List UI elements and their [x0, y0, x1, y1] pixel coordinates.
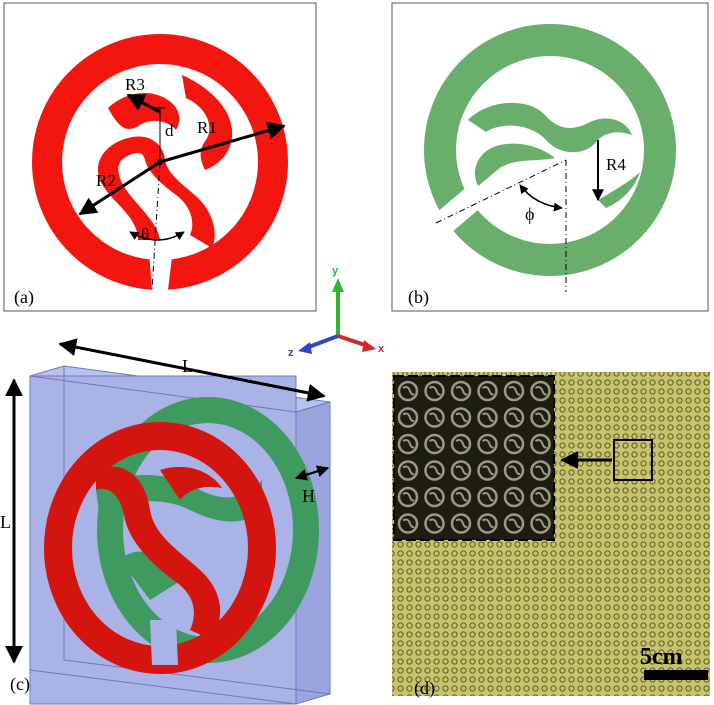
unit-cell [477, 460, 498, 481]
axis-y-label: y [332, 265, 339, 277]
unit-cell [397, 513, 419, 534]
unit-cell [530, 460, 551, 481]
label-r3: R3 [125, 75, 145, 94]
unit-cell [530, 407, 551, 428]
panel-d-label: (d) [414, 678, 435, 699]
axis-x-label: x [378, 343, 385, 355]
outer-ring-green [424, 24, 676, 276]
panel-d: 5cm (d) [392, 372, 710, 699]
magnified-inset [393, 375, 555, 541]
unit-cell [424, 513, 445, 534]
unit-cell [397, 433, 419, 455]
unit-cell [477, 433, 498, 455]
unit-cell [450, 460, 472, 481]
label-r4: R4 [606, 155, 626, 174]
panel-a-label: (a) [14, 287, 34, 308]
unit-cell [477, 380, 498, 402]
unit-cell [397, 380, 419, 402]
unit-cell [424, 380, 445, 402]
panel-a: R3 d R1 R2 θ (a) [3, 2, 317, 312]
axis-z-label: z [288, 347, 294, 359]
selection-box [613, 439, 653, 481]
unit-cell [477, 407, 498, 428]
unit-cell [503, 380, 525, 402]
unit-cell [530, 513, 551, 534]
unit-cell [503, 513, 525, 534]
unit-cell [477, 486, 498, 508]
panel-c: L L H (c) [0, 338, 331, 705]
unit-cell [450, 433, 472, 455]
label-h: H [302, 486, 315, 506]
unit-cell [477, 513, 498, 534]
label-l-side: L [0, 512, 11, 532]
label-l-top: L [182, 356, 193, 376]
unit-cell [503, 407, 525, 428]
unit-cell [450, 486, 472, 508]
panel-b: R4 ϕ (b) [391, 2, 709, 312]
panel-b-label: (b) [408, 287, 429, 308]
unit-cell [424, 460, 445, 481]
unit-cell [450, 407, 472, 428]
unit-cell [424, 486, 445, 508]
unit-cell [397, 486, 419, 508]
panel-c-label: (c) [10, 674, 30, 695]
unit-cell [424, 433, 445, 455]
label-r1: R1 [197, 118, 217, 137]
label-phi: ϕ [525, 204, 534, 224]
unit-cell [530, 486, 551, 508]
label-theta: θ [141, 225, 149, 244]
unit-cell [503, 433, 525, 455]
unit-cell [450, 513, 472, 534]
unit-cell [530, 380, 551, 402]
unit-cell [503, 460, 525, 481]
unit-cell [450, 380, 472, 402]
label-d: d [165, 121, 174, 140]
unit-cell [397, 407, 419, 428]
inner-s-red [97, 136, 215, 248]
scale-label: 5cm [640, 644, 683, 670]
unit-cell [424, 407, 445, 428]
unit-cell [397, 460, 419, 481]
unit-cell [530, 433, 551, 455]
scale-bar [644, 670, 708, 680]
inner-s-green [468, 102, 632, 153]
label-r2: R2 [96, 171, 116, 190]
unit-cell [503, 486, 525, 508]
